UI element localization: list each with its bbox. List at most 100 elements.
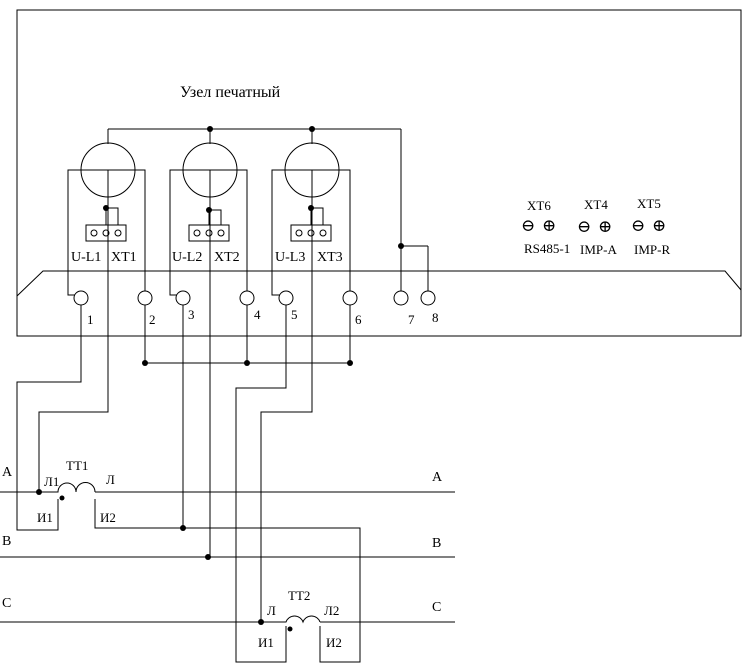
terminal-5	[278, 290, 294, 306]
current-loop	[339, 169, 351, 292]
interface-signal-label: IMP-R	[634, 242, 670, 257]
junction-dot	[180, 525, 186, 531]
polarity-dot	[59, 495, 65, 501]
board-title: Узел печатный	[180, 84, 281, 101]
secondary-out-label: И2	[100, 510, 116, 525]
phase-label: U-L3	[275, 250, 305, 265]
terminal-3	[175, 290, 191, 306]
wire-voltage-c	[260, 170, 313, 622]
terminal-4	[239, 290, 255, 306]
phase-label-right: C	[432, 600, 441, 615]
minus-terminal-icon: ⊖	[577, 217, 591, 236]
primary-out-label: Л2	[324, 603, 339, 618]
interface-connectors: XT6 ⊖ ⊕ RS485-1 XT4 ⊖ ⊕ IMP-A XT5 ⊖ ⊕ IM…	[521, 196, 670, 257]
junction-dot	[206, 207, 212, 213]
connector-pin	[217, 229, 225, 237]
connector-block	[188, 224, 230, 242]
junction-dot	[244, 360, 250, 366]
primary-in-label: Л1	[44, 474, 59, 489]
transformer-winding	[261, 615, 321, 624]
phase-label-right: B	[432, 536, 441, 551]
junction-dot	[207, 126, 213, 132]
connector-block	[290, 224, 332, 242]
voltage-tap	[105, 207, 119, 225]
voltage-tap	[310, 207, 324, 225]
connector-label: XT2	[214, 250, 240, 265]
voltage-tap	[208, 209, 222, 225]
connector-pin	[295, 229, 303, 237]
secondary-in-label: И1	[258, 635, 274, 650]
terminal-1	[73, 290, 89, 306]
meter-housing	[16, 9, 742, 337]
minus-terminal-icon: ⊖	[521, 216, 535, 235]
junction-dot	[309, 126, 315, 132]
connector-pin	[193, 229, 201, 237]
wire-terminal-5	[235, 305, 287, 663]
wire-tt1-i2	[94, 499, 361, 663]
terminal-number: 6	[355, 312, 362, 327]
interface-connector-label: XT6	[527, 198, 551, 213]
interface-connector-label: XT4	[584, 197, 608, 212]
phase-label: U-L2	[172, 250, 202, 265]
junction-dot	[142, 360, 148, 366]
terminal-block: 1 2 3 4 5 6 7 8	[73, 290, 439, 327]
current-loop	[67, 169, 81, 296]
minus-terminal-icon: ⊖	[631, 216, 645, 235]
junction-dot	[308, 205, 314, 211]
phase-label-left: C	[2, 596, 11, 611]
current-loop	[237, 169, 248, 292]
terminal-7	[393, 290, 409, 306]
wire-voltage-a	[38, 170, 109, 492]
plus-terminal-icon: ⊕	[652, 216, 666, 235]
connector-pin	[114, 229, 122, 237]
terminal-number: 7	[408, 312, 415, 327]
transformer-name: ТТ2	[288, 588, 310, 603]
plus-terminal-icon: ⊕	[542, 216, 556, 235]
polarity-dot	[287, 626, 293, 632]
meter-unit-3: U-L3 XT3	[271, 142, 351, 296]
terminal-number: 2	[149, 312, 156, 327]
terminal-8	[420, 290, 436, 306]
terminal-number: 1	[87, 312, 94, 327]
current-transformer-2: ТТ2 Л Л2 И1 И2	[258, 588, 342, 650]
terminal-number: 8	[432, 310, 439, 325]
transformer-name: ТТ1	[66, 458, 88, 473]
phase-label: U-L1	[71, 250, 101, 265]
junction-dot	[347, 360, 353, 366]
connector-pin	[319, 229, 327, 237]
transformer-winding	[39, 482, 96, 493]
terminal-cover	[16, 270, 742, 297]
primary-in-label: Л	[267, 603, 276, 618]
wire-terminal-1	[16, 305, 82, 531]
meter-unit-1: U-L1 XT1	[67, 142, 146, 296]
terminal-number: 5	[291, 307, 298, 322]
current-loop	[135, 169, 146, 292]
phase-label-left: A	[2, 465, 13, 480]
connector-label: XT3	[317, 250, 343, 265]
junction-dot	[398, 243, 404, 249]
current-transformer-1: ТТ1 Л1 Л И1 И2	[36, 458, 116, 525]
connector-label: XT1	[111, 250, 137, 265]
interface-signal-label: RS485-1	[524, 241, 570, 256]
terminal-number: 4	[254, 307, 261, 322]
phase-label-right: A	[432, 470, 443, 485]
current-loop	[169, 169, 183, 296]
interface-signal-label: IMP-A	[580, 242, 617, 257]
terminal-6	[342, 290, 358, 306]
phase-label-left: B	[2, 534, 11, 549]
connector-pin	[90, 229, 98, 237]
terminal-number: 3	[188, 307, 195, 322]
connector-pin	[205, 229, 213, 237]
current-loop	[271, 169, 286, 296]
connector-pin	[102, 229, 110, 237]
interface-connector-label: XT5	[637, 196, 661, 211]
secondary-in-label: И1	[37, 510, 53, 525]
connector-pin	[307, 229, 315, 237]
meter-unit-2: U-L2 XT2	[169, 142, 248, 296]
plus-terminal-icon: ⊕	[598, 217, 612, 236]
secondary-out-label: И2	[326, 635, 342, 650]
primary-out-label: Л	[106, 472, 115, 487]
connector-block	[85, 224, 127, 242]
terminal-2	[137, 290, 153, 306]
